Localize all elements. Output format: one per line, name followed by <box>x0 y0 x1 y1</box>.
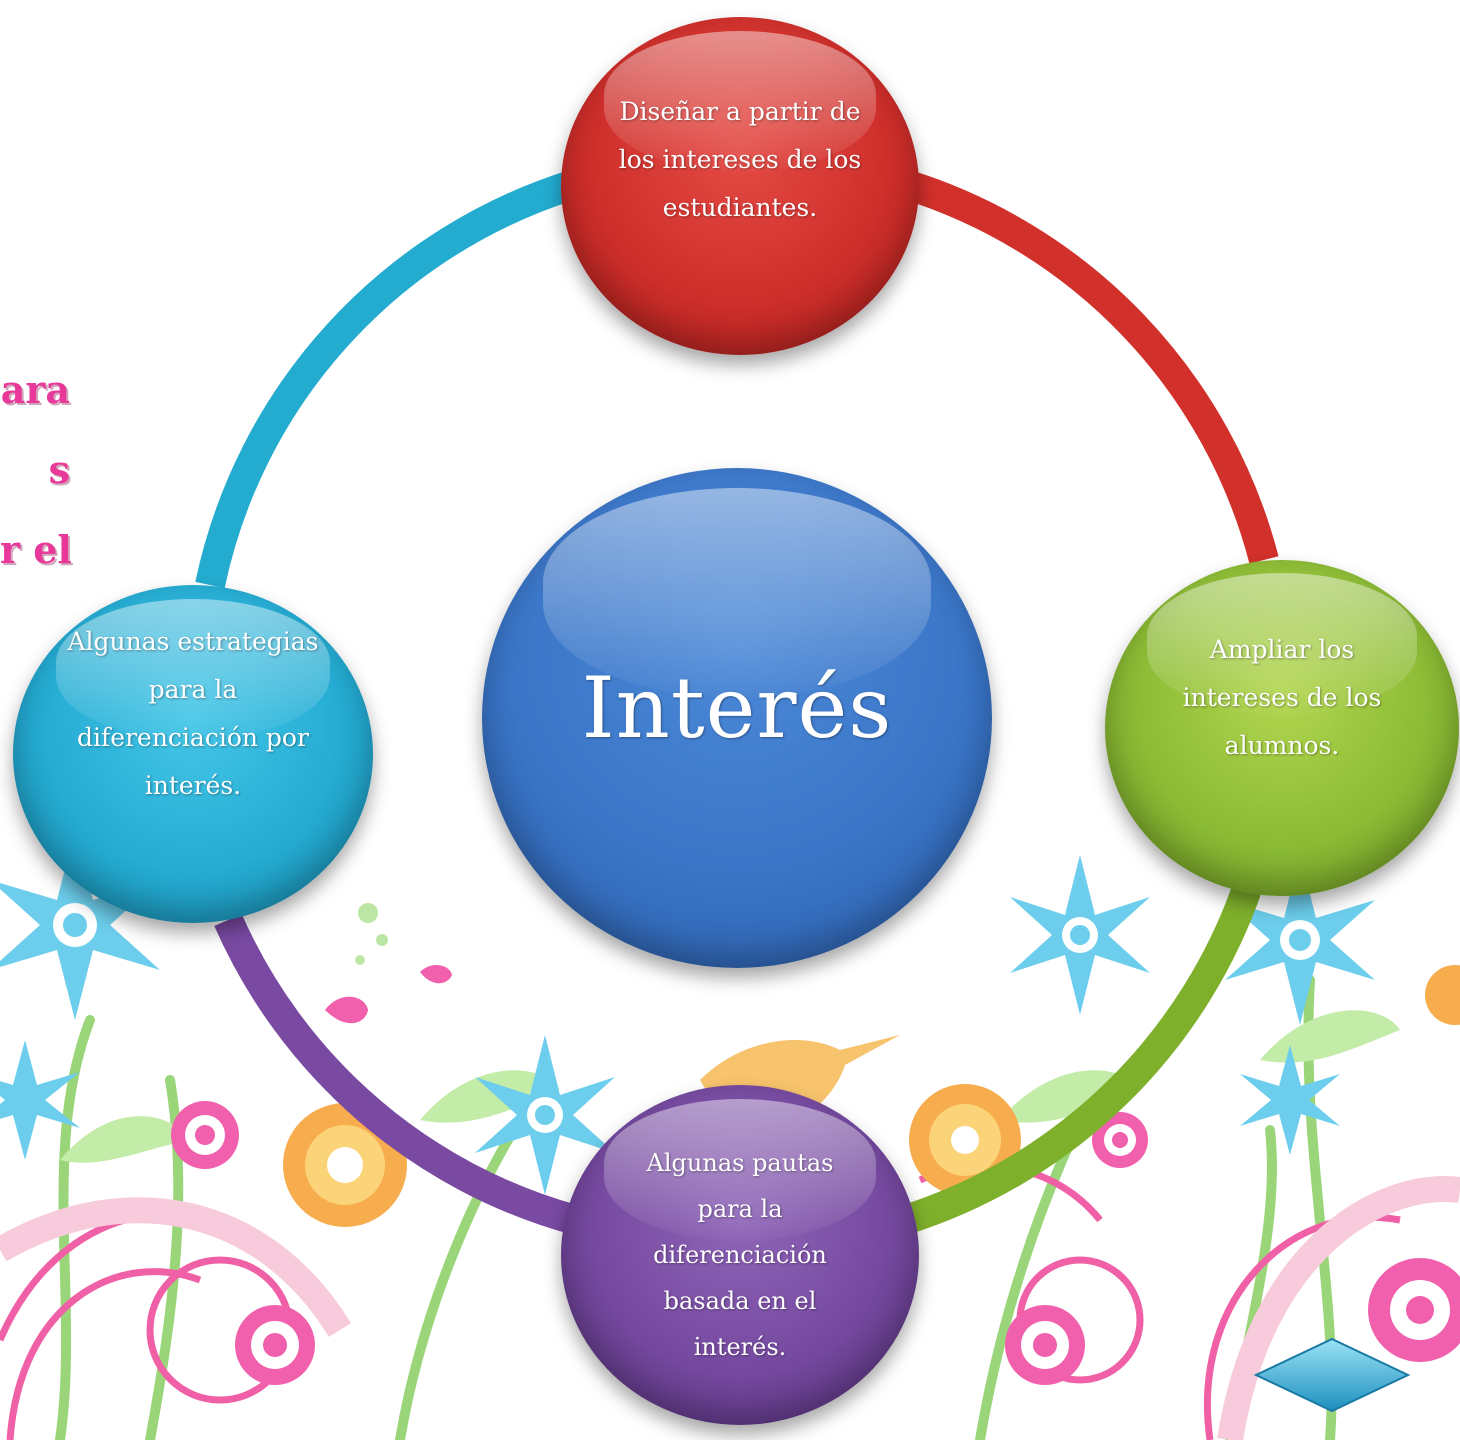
ring-arc-right-bottom <box>900 875 1265 1235</box>
left-edge-text-fragment: ara s r el <box>0 350 72 590</box>
navigation-diamond-icon[interactable] <box>1252 1335 1412 1415</box>
node-top-label: Diseñar a partir de los intereses de los… <box>619 88 862 232</box>
node-top-line: Diseñar a partir de <box>619 97 861 126</box>
node-bottom-line: interés. <box>693 1333 787 1361</box>
ring-arc-top-right <box>900 169 1279 564</box>
node-bottom-line: Algunas pautas <box>646 1149 834 1177</box>
left-fragment-line: s <box>48 447 70 492</box>
node-bottom-line: diferenciación <box>653 1241 827 1269</box>
node-left-line: para la <box>148 675 238 704</box>
pale-arcs <box>0 1176 1460 1440</box>
left-fragment-line: ara <box>0 367 70 412</box>
center-node-interes: Interés <box>482 468 992 968</box>
node-left-line: Algunas estrategias <box>67 627 319 656</box>
node-right-line: intereses de los <box>1182 683 1382 712</box>
node-top-disenar: Diseñar a partir de los intereses de los… <box>561 17 919 355</box>
green-dots <box>355 903 388 965</box>
node-left-line: diferenciación por <box>77 723 309 752</box>
node-bottom-label: Algunas pautas para la diferenciación ba… <box>647 1140 834 1370</box>
node-top-line: los intereses de los <box>618 145 862 174</box>
node-right-line: alumnos. <box>1224 731 1340 760</box>
center-label: Interés <box>581 659 893 757</box>
ring-arc-left-top <box>195 169 580 589</box>
node-top-line: estudiantes. <box>662 193 818 222</box>
ring-arc-bottom-left <box>214 913 579 1235</box>
left-fragment-line: r el <box>0 527 72 572</box>
node-bottom-pautas: Algunas pautas para la diferenciación ba… <box>561 1085 919 1425</box>
node-right-line: Ampliar los <box>1209 635 1355 664</box>
node-bottom-line: basada en el <box>663 1287 817 1315</box>
star-flowers <box>0 830 1375 1195</box>
node-right-ampliar: Ampliar los intereses de los alumnos. <box>1105 560 1459 896</box>
node-left-label: Algunas estrategias para la diferenciaci… <box>67 618 318 810</box>
pink-flowers <box>171 1101 1460 1385</box>
node-left-line: interés. <box>144 771 242 800</box>
node-bottom-line: para la <box>697 1195 783 1223</box>
node-right-label: Ampliar los intereses de los alumnos. <box>1183 626 1382 770</box>
butterflies <box>325 964 452 1024</box>
node-left-estrategias: Algunas estrategias para la diferenciaci… <box>13 585 373 923</box>
